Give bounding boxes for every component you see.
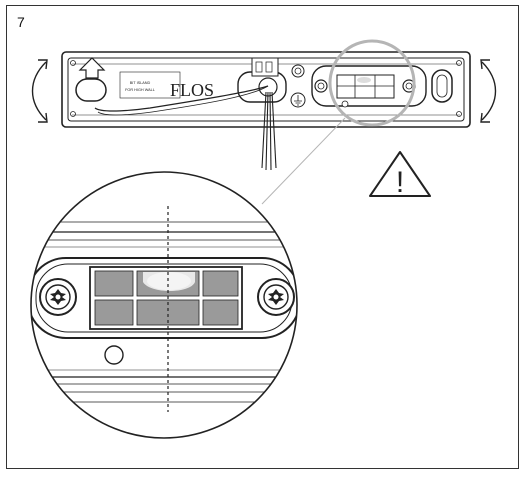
power-cable [94, 85, 277, 171]
brand-logo-text: FLOS [170, 80, 214, 100]
level-block-grid [89, 266, 243, 330]
step-number: 7 [17, 14, 25, 30]
up-arrow-icon [78, 57, 106, 79]
rotate-right-arrow-icon [480, 59, 497, 123]
left-screw-icon [39, 278, 77, 316]
fixture-label-line1: BIT ISLAND [130, 81, 151, 85]
fixture-label-line2: FOR HIGH WALL [125, 88, 155, 92]
rotate-left-arrow-icon [31, 59, 48, 123]
warning-triangle-icon: ! [369, 151, 431, 199]
fixture-plate: BIT ISLAND FOR HIGH WALL FLOS [61, 51, 471, 128]
small-hole [104, 345, 124, 365]
warning-symbol: ! [396, 166, 404, 199]
detail-highlight-circle [328, 39, 416, 127]
detail-connector-line [261, 117, 346, 205]
zoomed-detail [30, 171, 298, 439]
right-screw-icon [257, 278, 295, 316]
